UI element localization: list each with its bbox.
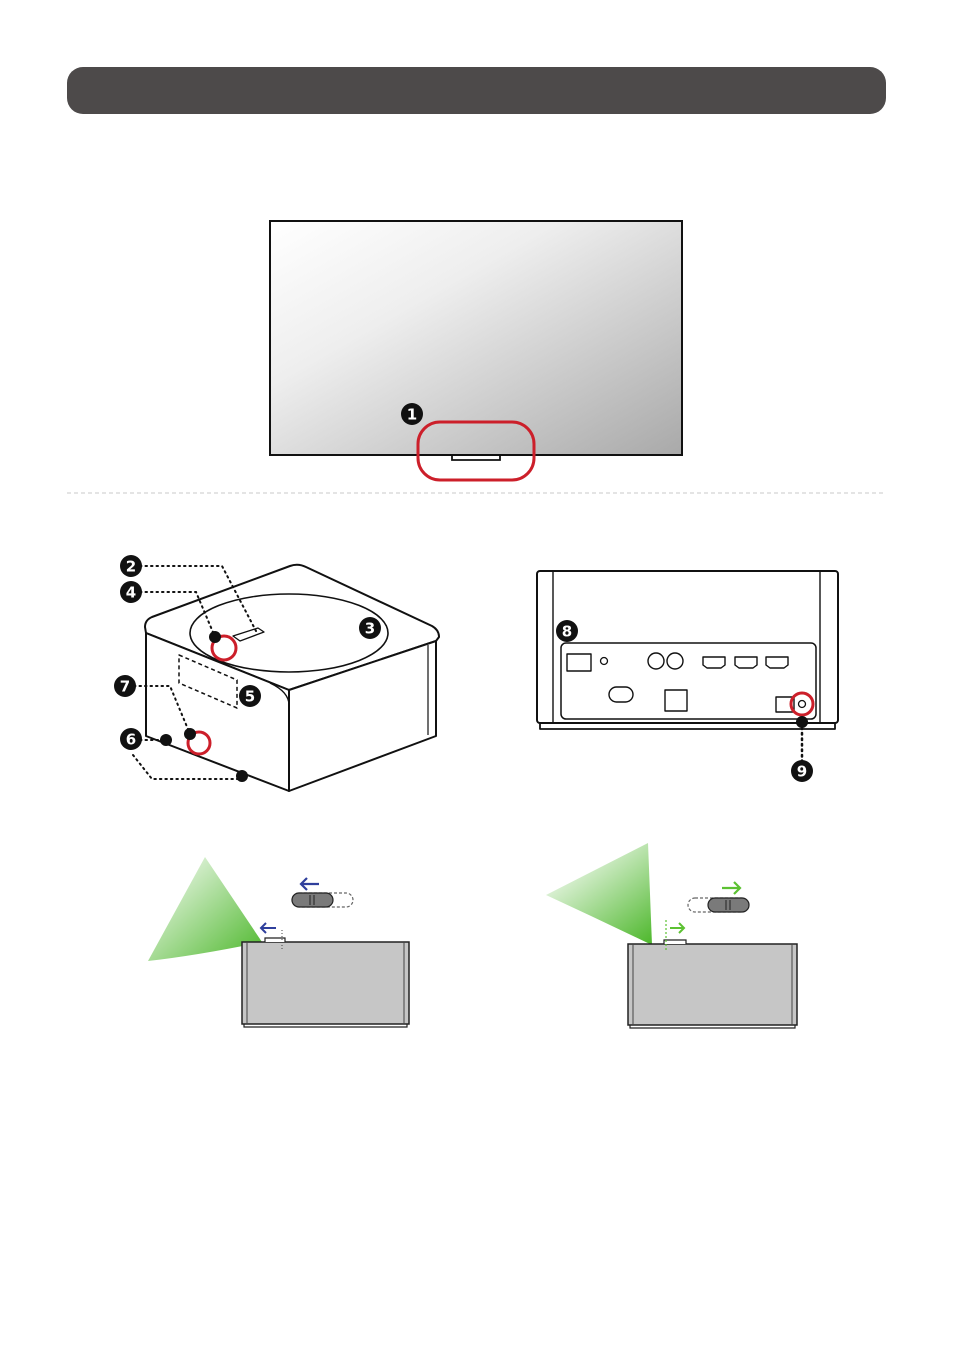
callout-5-label: 5 — [245, 688, 255, 706]
leader-dot — [160, 734, 172, 746]
leader-dot — [236, 770, 248, 782]
callout-7-label: 7 — [120, 678, 130, 696]
callout-4-icon: 4 — [120, 581, 142, 603]
callout-6-label: 6 — [126, 731, 136, 749]
slide-left-illustration — [148, 857, 409, 1027]
device-body-right — [628, 944, 797, 1025]
callout-3-label: 3 — [365, 620, 375, 638]
leader-dot — [796, 716, 808, 728]
callout-2-label: 2 — [126, 558, 136, 576]
callout-4-label: 4 — [126, 584, 136, 602]
callout-6-icon: 6 — [120, 728, 142, 750]
slide-thumb-right — [708, 898, 749, 912]
slider-knob-right — [664, 940, 686, 944]
callout-1-icon: 1 — [401, 403, 423, 425]
arrow-left-small-icon — [261, 923, 276, 933]
slide-thumb-left — [292, 893, 333, 907]
arrow-right-icon — [722, 882, 740, 894]
callout-2-icon: 2 — [120, 555, 142, 577]
arrow-left-icon — [301, 878, 319, 890]
projector-front-view — [145, 565, 439, 791]
callout-8-label: 8 — [562, 623, 572, 641]
device-body-left — [242, 942, 409, 1024]
projector-rear-view — [537, 571, 838, 729]
screen-panel — [270, 221, 682, 455]
callout-7-icon: 7 — [114, 675, 136, 697]
light-beam-right — [546, 843, 652, 945]
callout-3-icon: 3 — [359, 617, 381, 639]
callout-9-label: 9 — [797, 763, 807, 781]
arrow-right-small-icon — [670, 923, 684, 933]
tv-screen: 1 — [270, 221, 682, 480]
callout-8-icon: 8 — [556, 620, 578, 642]
callout-9-icon: 9 — [791, 760, 813, 782]
callout-5-icon: 5 — [239, 685, 261, 707]
leader-dot — [209, 631, 221, 643]
leader-dot — [184, 728, 196, 740]
slide-right-illustration — [546, 843, 797, 1028]
callout-1-label: 1 — [407, 406, 417, 424]
